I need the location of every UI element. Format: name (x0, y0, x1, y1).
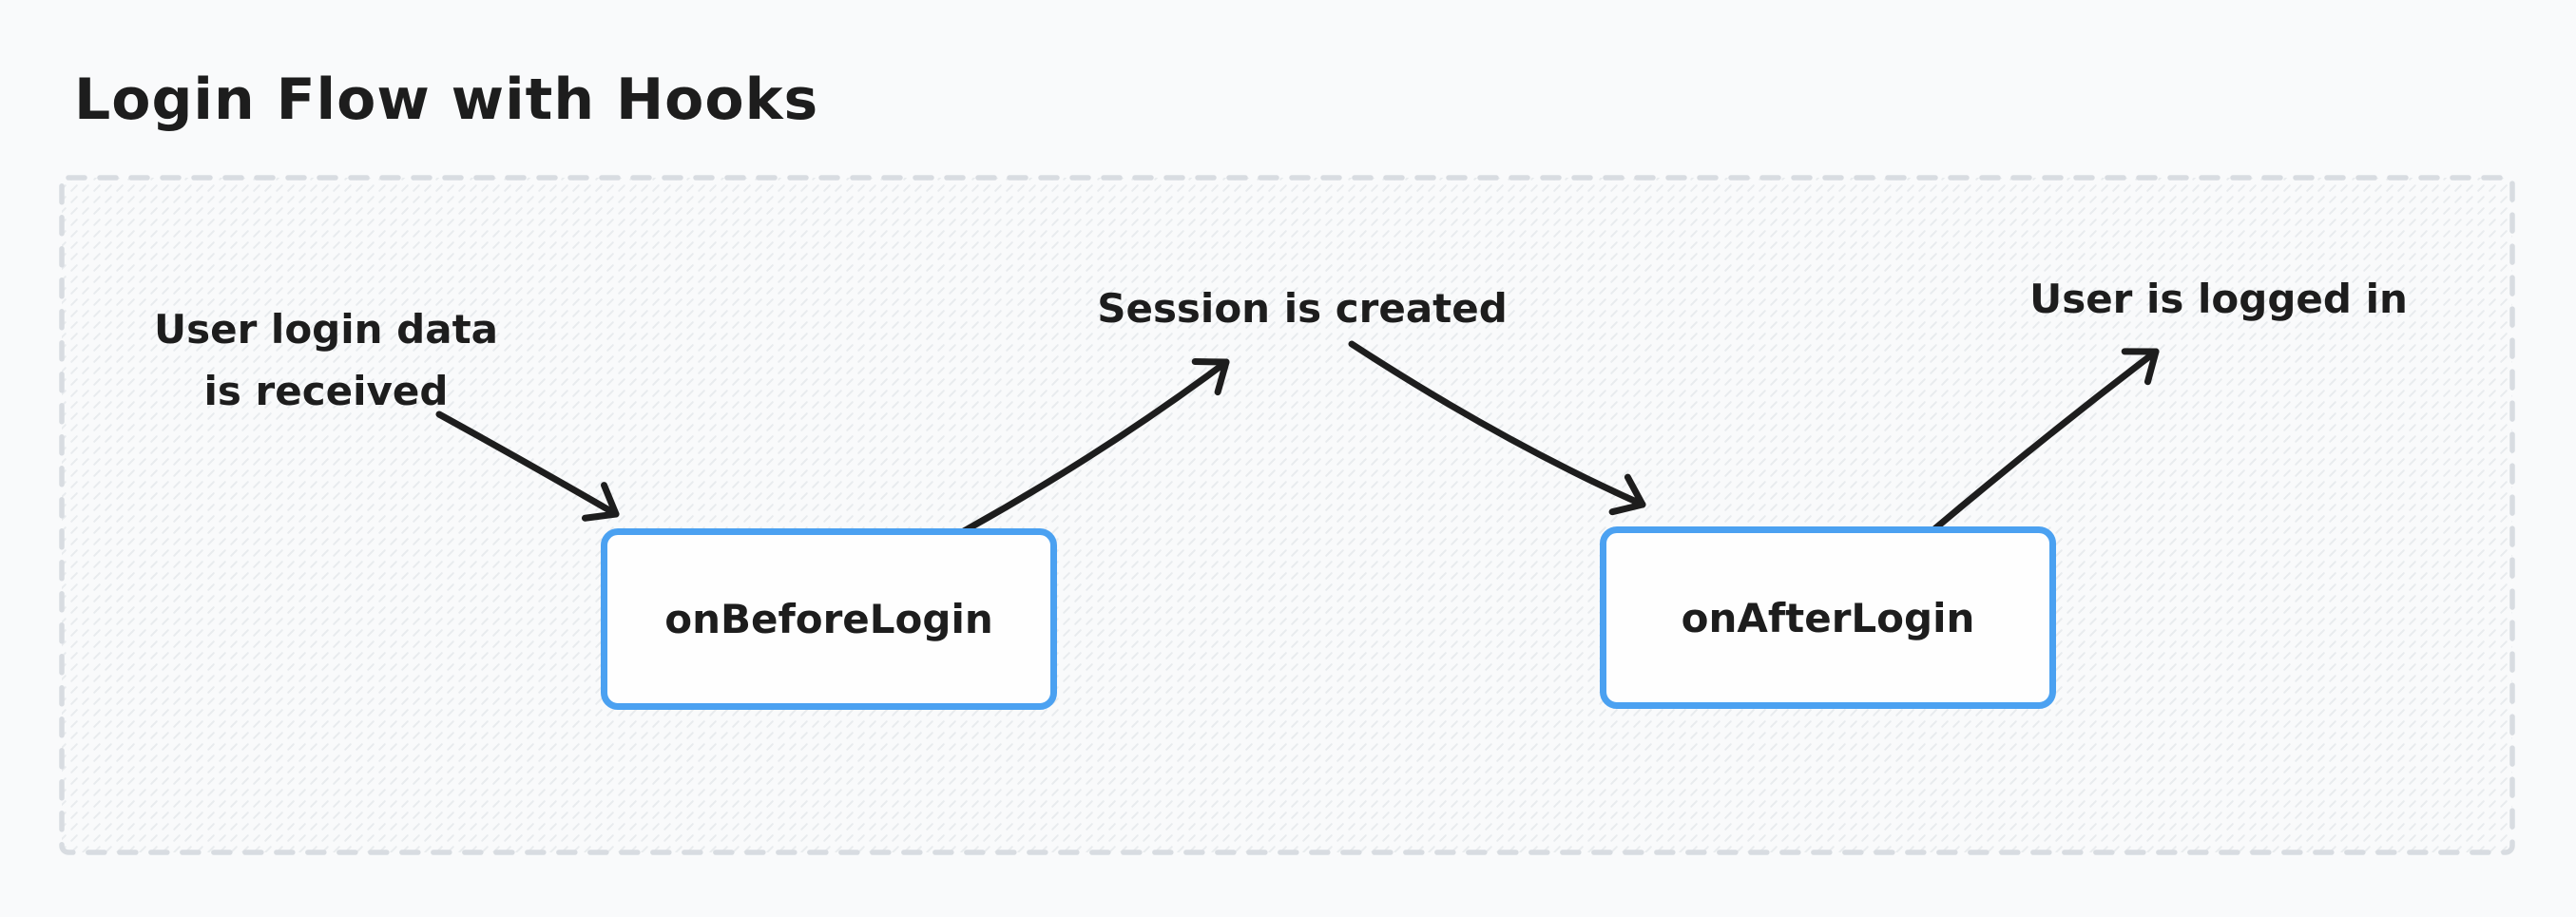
node-on-after-login: onAfterLogin (1600, 526, 2056, 709)
arrow-after-hook-to-logged-in (1932, 348, 2160, 532)
annotation-user-login-data: User login data is received (154, 306, 498, 415)
node-on-after-login-label: onAfterLogin (1681, 594, 1975, 641)
arrow-login-data-to-before-hook (435, 411, 620, 522)
node-on-before-login-label: onBeforeLogin (664, 596, 993, 642)
page-title: Login Flow with Hooks (74, 67, 819, 133)
node-on-before-login: onBeforeLogin (601, 528, 1057, 710)
annotation-user-logged-in: User is logged in (2029, 276, 2408, 322)
arrow-session-to-after-hook (1348, 340, 1646, 516)
arrow-before-hook-to-session (958, 358, 1230, 536)
annotation-session-created: Session is created (1097, 285, 1508, 332)
